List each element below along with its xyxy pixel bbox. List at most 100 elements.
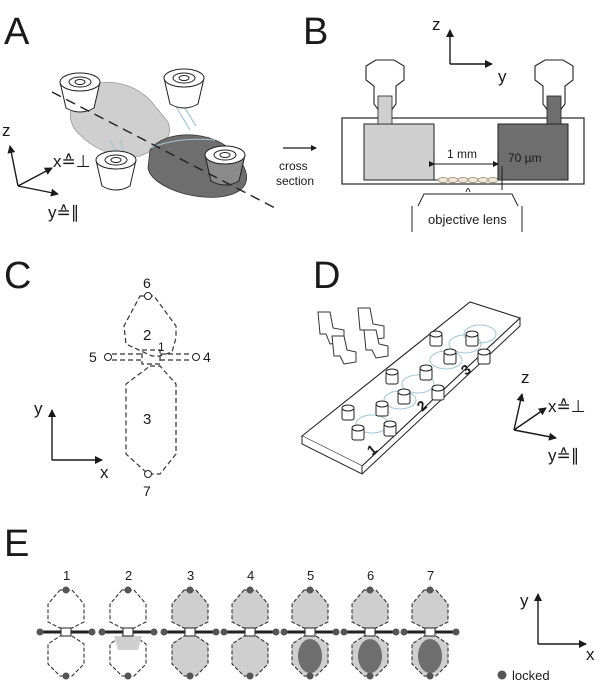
- panel-c-ports: [104, 292, 200, 478]
- locked-dot: [392, 628, 400, 636]
- junction: [364, 627, 376, 637]
- locked-dot: [246, 672, 254, 680]
- step-7: 7: [400, 568, 460, 680]
- panel-d-plugs: [317, 307, 389, 365]
- panel-b: B z y: [303, 11, 585, 232]
- upper-chamber: [171, 589, 209, 629]
- junction: [304, 627, 316, 637]
- locked-dot: [212, 628, 220, 636]
- panel-a-axis-z: z: [2, 121, 11, 140]
- locked-dot: [62, 586, 70, 594]
- panel-d-letter: D: [313, 255, 340, 297]
- panel-c-chip-outline: [112, 295, 192, 475]
- locked-dot: [426, 586, 434, 594]
- panel-d-axis-z: z: [521, 368, 530, 387]
- locked-dot: [332, 628, 340, 636]
- locked-dot: [36, 628, 44, 636]
- objective-lens: objective lens: [411, 188, 523, 232]
- panel-c-letter: C: [4, 255, 31, 297]
- panel-e-axis-x: x: [586, 645, 595, 664]
- locked-dot: [220, 628, 228, 636]
- step-6: 6: [340, 568, 400, 680]
- panel-d-chip: 1 2 3: [300, 301, 522, 475]
- locked-dot: [272, 628, 280, 636]
- locked-dot: [400, 628, 408, 636]
- panel-c-axes: y x: [34, 399, 109, 482]
- locked-dot: [124, 586, 132, 594]
- junction: [60, 627, 72, 637]
- port-6: [144, 292, 152, 300]
- locked-dot-legend: [497, 670, 507, 680]
- upper-chamber: [231, 589, 269, 629]
- panel-c-labels: 6 2 1 5 4 3 7: [89, 275, 211, 499]
- locked-dot: [280, 628, 288, 636]
- locked-dot: [306, 672, 314, 680]
- port-label-5: 5: [89, 349, 97, 365]
- dark-fluid: [418, 639, 442, 673]
- step-label: 4: [247, 568, 254, 583]
- panel-a-axis-x: x≙⊥: [53, 152, 91, 171]
- panel-b-axes: z y: [432, 15, 507, 86]
- panel-a-axes: z x≙⊥ y≙∥: [2, 121, 91, 222]
- locked-dot: [306, 586, 314, 594]
- junction: [244, 627, 256, 637]
- locked-dot: [88, 628, 96, 636]
- upper-chamber: [351, 589, 389, 629]
- partial-fill: [114, 636, 142, 650]
- panel-d-wells: [341, 330, 491, 441]
- lower-chamber: [231, 635, 269, 677]
- upper-chamber: [291, 589, 329, 629]
- panel-e-legend: locked: [497, 668, 550, 683]
- well-bottom-right: [204, 145, 246, 186]
- step-label: 2: [125, 568, 132, 583]
- cross-section-body: [341, 59, 585, 185]
- chamber-label-3: 3: [143, 411, 151, 428]
- step-5: 5: [280, 568, 340, 680]
- junction: [122, 627, 134, 637]
- locked-dot: [98, 628, 106, 636]
- legend-locked-label: locked: [512, 668, 550, 683]
- step-label: 5: [307, 568, 314, 583]
- lower-chamber: [47, 635, 85, 677]
- locked-dot: [186, 586, 194, 594]
- locked-dot: [150, 628, 158, 636]
- locked-dot: [366, 586, 374, 594]
- step-2: 2: [98, 568, 158, 680]
- panel-c: C 6 2 1 5 4 3 7 y: [4, 255, 211, 499]
- panel-b-axis-y: y: [498, 67, 507, 86]
- upper-chamber: [109, 589, 147, 629]
- step-1: 1: [36, 568, 96, 680]
- dimension-annotations: 1 mm 70 µm: [429, 147, 542, 190]
- objective-lens-label: objective lens: [428, 212, 507, 227]
- panel-a-chip-drawing: [51, 68, 276, 209]
- dark-fluid: [358, 639, 382, 673]
- well-bottom-left: [95, 150, 137, 191]
- port-label-7: 7: [143, 483, 151, 499]
- locked-dot: [366, 672, 374, 680]
- junction: [424, 627, 436, 637]
- step-label: 1: [63, 568, 70, 583]
- panel-a-axis-y: y≙∥: [48, 203, 79, 222]
- port-4: [192, 353, 200, 361]
- channel-label-1: 1: [158, 340, 165, 354]
- locked-dot: [426, 672, 434, 680]
- step-4: 4: [220, 568, 280, 680]
- panel-a: A: [2, 11, 317, 222]
- step-label: 3: [187, 568, 194, 583]
- light-reservoir: [363, 123, 435, 181]
- panel-d-axis-y: y≙∥: [548, 446, 579, 465]
- panel-e-axes: y x: [520, 591, 595, 664]
- panel-d-axes: z x≙⊥ y≙∥: [513, 368, 586, 465]
- cross-section-label-1: cross: [279, 159, 308, 173]
- cross-section-label-2: section: [276, 174, 314, 188]
- lower-chamber: [171, 635, 209, 677]
- cross-section-arrow: cross section: [276, 145, 317, 188]
- dimension-height: 70 µm: [508, 151, 542, 165]
- well-top-left: [59, 72, 101, 113]
- panel-c-axis-x: x: [100, 463, 109, 482]
- step-label: 7: [427, 568, 434, 583]
- panel-c-axis-y: y: [34, 399, 43, 418]
- locked-dot: [62, 672, 70, 680]
